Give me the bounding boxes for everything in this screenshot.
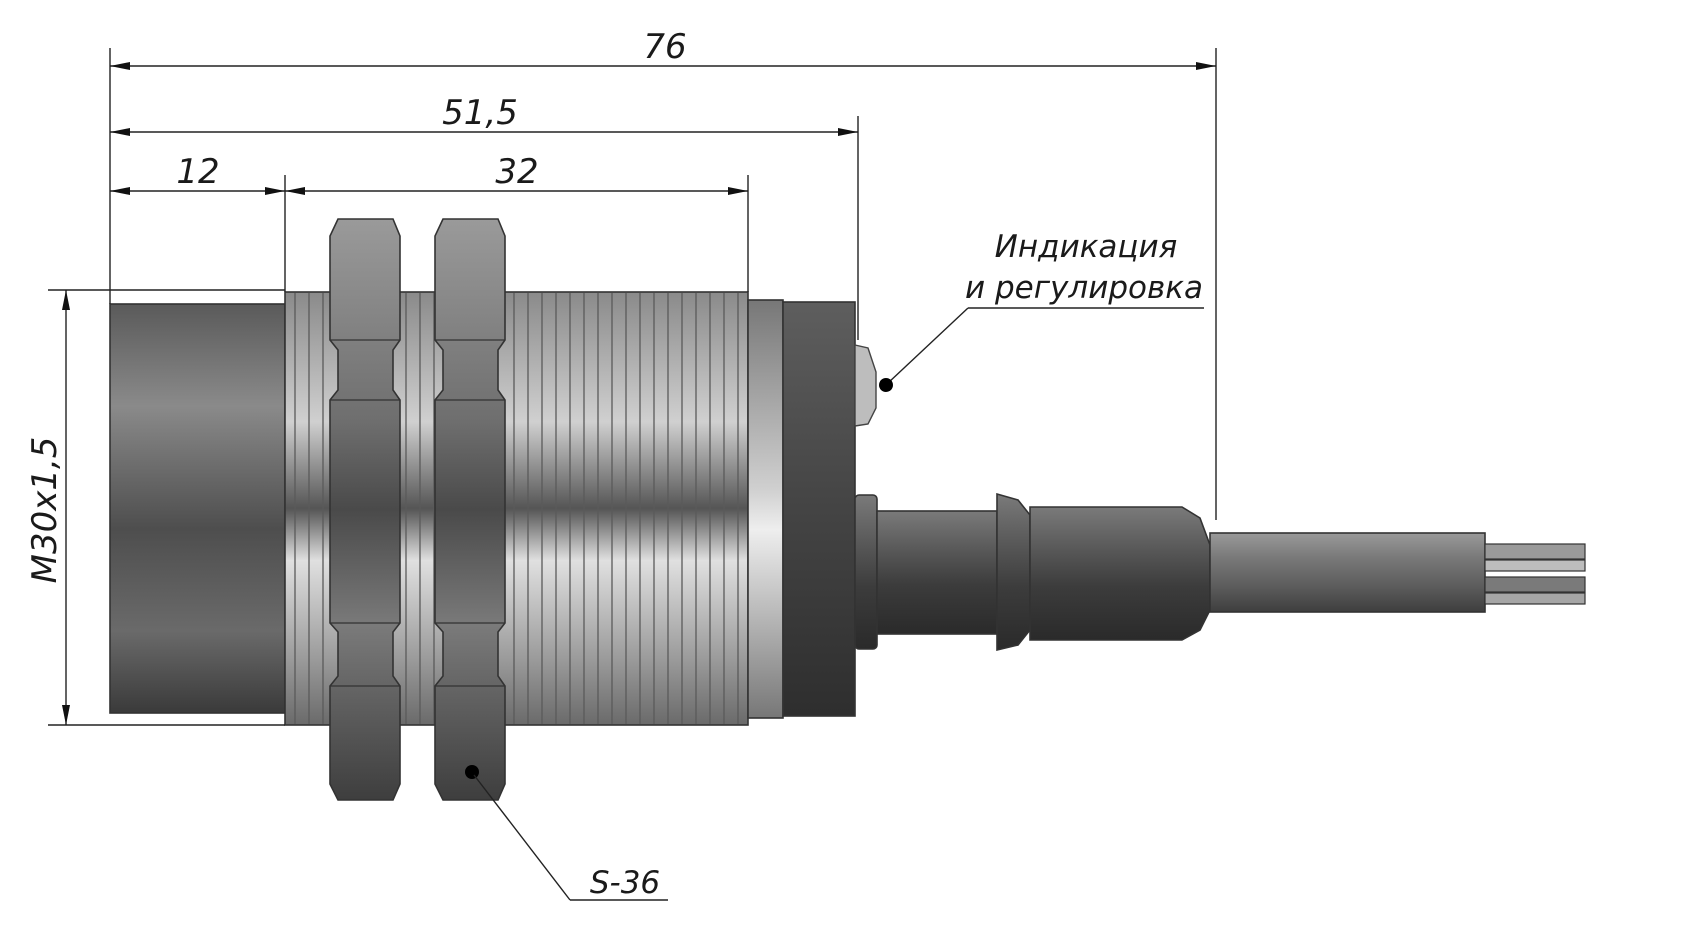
sensing-face	[109, 303, 286, 714]
cable	[1209, 532, 1586, 613]
cable-gland	[854, 492, 1211, 652]
callout-indication-line2: и регулировка	[965, 270, 1203, 306]
rear-housing	[782, 301, 856, 717]
lock-nut-1	[329, 218, 401, 801]
callout-indication-line1: Индикация	[995, 229, 1178, 265]
callout-nut-size: S-36	[465, 765, 668, 901]
dim-thread-label: 32	[495, 152, 538, 192]
transition-ring	[747, 299, 784, 719]
dim-overall: 76	[110, 27, 1216, 70]
callout-indication: Индикация и регулировка	[879, 229, 1204, 392]
dim-body-label: 51,5	[442, 93, 518, 133]
dim-thread-diameter-label: M30x1,5	[25, 437, 65, 584]
dim-face-label: 12	[176, 152, 219, 192]
callout-nut-size-label: S-36	[590, 865, 660, 901]
dim-face: 12	[110, 152, 285, 195]
led-indicator	[854, 344, 877, 427]
dim-thread: 32	[285, 152, 748, 195]
dim-body: 51,5	[110, 93, 858, 136]
lock-nut-2	[434, 218, 506, 801]
sensor-body	[109, 218, 1586, 801]
dim-overall-label: 76	[643, 27, 686, 67]
dim-thread-diameter: M30x1,5	[25, 290, 70, 725]
thread-grooves	[294, 293, 739, 724]
